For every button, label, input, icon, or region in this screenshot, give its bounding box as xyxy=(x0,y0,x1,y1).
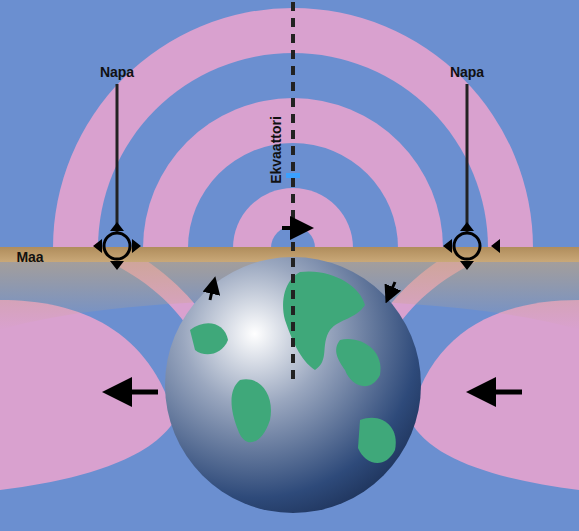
field-arrows xyxy=(112,228,522,392)
pole-label: Napa xyxy=(100,65,134,79)
compass-needle xyxy=(93,84,500,270)
pole-label: Napa xyxy=(450,65,484,79)
equator-line xyxy=(291,2,295,380)
equator-label: Ekvaattori xyxy=(269,116,283,184)
earth-label: Maa xyxy=(16,250,43,264)
marker-dash xyxy=(286,173,300,178)
